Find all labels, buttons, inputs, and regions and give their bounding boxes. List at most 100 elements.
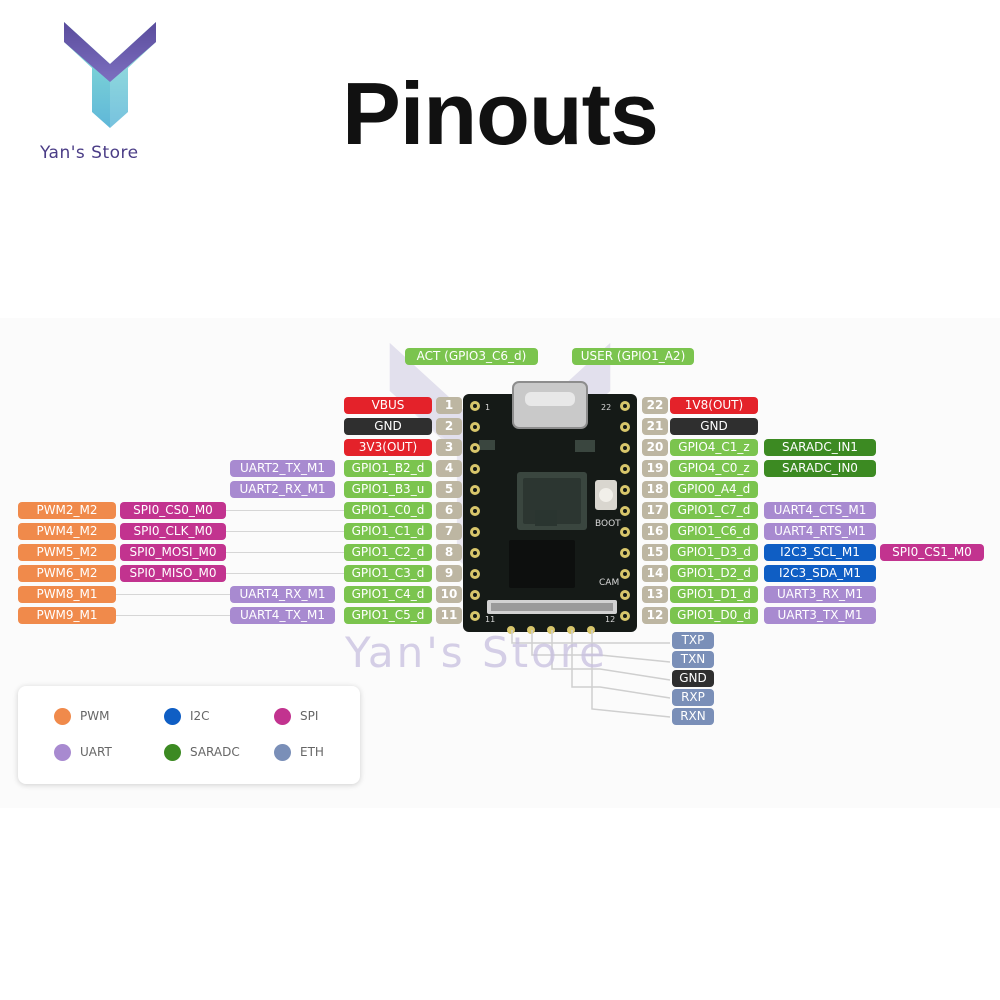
eth-pin-txn: TXN xyxy=(672,651,714,668)
legend-label-i2c: I2C xyxy=(190,709,210,723)
pin-number-1: 1 xyxy=(436,397,462,414)
pin-number-11: 11 xyxy=(436,607,462,624)
pin-label-8-gpio: GPIO1_C2_d xyxy=(344,544,432,561)
pin-connector-line xyxy=(226,510,344,511)
pin-number-18: 18 xyxy=(642,481,668,498)
pin-number-10: 10 xyxy=(436,586,462,603)
board-label-cam: CAM xyxy=(599,578,619,588)
eth-pin-rxp: RXP xyxy=(672,689,714,706)
pin-label-10-gpio: GPIO1_C4_d xyxy=(344,586,432,603)
pin-label-15-gpio: GPIO1_D3_d xyxy=(670,544,758,561)
pin-label-4-uart: UART2_TX_M1 xyxy=(230,460,335,477)
eth-pin-gnd: GND xyxy=(672,670,714,687)
pin-number-9: 9 xyxy=(436,565,462,582)
pin-label-19-gpio: GPIO4_C0_z xyxy=(670,460,758,477)
pin-label-21-ground: GND xyxy=(670,418,758,435)
pin-label-8-spi: SPI0_MOSI_M0 xyxy=(120,544,226,561)
legend-swatch-i2c xyxy=(164,708,181,725)
legend-label-pwm: PWM xyxy=(80,709,110,723)
pin-number-16: 16 xyxy=(642,523,668,540)
pin-label-9-gpio: GPIO1_C3_d xyxy=(344,565,432,582)
led-act-label: ACT (GPIO3_C6_d) xyxy=(405,348,538,365)
pin-number-22: 22 xyxy=(642,397,668,414)
pin-label-8-pwm: PWM5_M2 xyxy=(18,544,116,561)
pin-number-15: 15 xyxy=(642,544,668,561)
pin-label-6-pwm: PWM2_M2 xyxy=(18,502,116,519)
pin-label-12-gpio: GPIO1_D0_d xyxy=(670,607,758,624)
pin-number-19: 19 xyxy=(642,460,668,477)
pin-label-1-power: VBUS xyxy=(344,397,432,414)
pin-label-15-spi: SPI0_CS1_M0 xyxy=(880,544,984,561)
pin-number-2: 2 xyxy=(436,418,462,435)
legend-swatch-saradc xyxy=(164,744,181,761)
pin-label-4-gpio: GPIO1_B2_d xyxy=(344,460,432,477)
pin-label-20-gpio: GPIO4_C1_z xyxy=(670,439,758,456)
pin-label-9-pwm: PWM6_M2 xyxy=(18,565,116,582)
pin-number-5: 5 xyxy=(436,481,462,498)
pin-label-5-uart: UART2_RX_M1 xyxy=(230,481,335,498)
pin-label-17-gpio: GPIO1_C7_d xyxy=(670,502,758,519)
pin-label-15-i2c: I2C3_SCL_M1 xyxy=(764,544,876,561)
brand-logo xyxy=(64,22,156,128)
legend-label-uart: UART xyxy=(80,745,112,759)
pin-label-5-gpio: GPIO1_B3_u xyxy=(344,481,432,498)
legend-swatch-eth xyxy=(274,744,291,761)
brand-name: Yan's Store xyxy=(40,143,139,163)
legend-label-spi: SPI xyxy=(300,709,319,723)
board-label-pin11: 11 xyxy=(485,615,495,624)
pin-number-12: 12 xyxy=(642,607,668,624)
board-image: BOOT CAM 1 22 11 12 xyxy=(463,381,637,634)
pin-label-16-gpio: GPIO1_C6_d xyxy=(670,523,758,540)
pin-connector-line xyxy=(226,573,344,574)
pin-number-17: 17 xyxy=(642,502,668,519)
pin-label-7-gpio: GPIO1_C1_d xyxy=(344,523,432,540)
pin-label-7-pwm: PWM4_M2 xyxy=(18,523,116,540)
pin-label-17-uart: UART4_CTS_M1 xyxy=(764,502,876,519)
pin-connector-line xyxy=(226,531,344,532)
pin-label-16-uart: UART4_RTS_M1 xyxy=(764,523,876,540)
watermark-text: Yan's Store xyxy=(345,628,609,677)
pin-number-8: 8 xyxy=(436,544,462,561)
eth-pin-txp: TXP xyxy=(672,632,714,649)
pin-number-14: 14 xyxy=(642,565,668,582)
pin-number-13: 13 xyxy=(642,586,668,603)
legend-swatch-spi xyxy=(274,708,291,725)
eth-connector-lines xyxy=(511,630,671,718)
pin-label-6-spi: SPI0_CS0_M0 xyxy=(120,502,226,519)
pin-label-11-gpio: GPIO1_C5_d xyxy=(344,607,432,624)
pin-label-3-power: 3V3(OUT) xyxy=(344,439,432,456)
pin-connector-line xyxy=(116,594,230,595)
eth-pin-rxn: RXN xyxy=(672,708,714,725)
pin-label-13-uart: UART3_RX_M1 xyxy=(764,586,876,603)
led-user-label: USER (GPIO1_A2) xyxy=(572,348,694,365)
pin-label-12-uart: UART3_TX_M1 xyxy=(764,607,876,624)
pin-label-18-gpio: GPIO0_A4_d xyxy=(670,481,758,498)
pin-number-21: 21 xyxy=(642,418,668,435)
pin-label-6-gpio: GPIO1_C0_d xyxy=(344,502,432,519)
pin-label-7-spi: SPI0_CLK_M0 xyxy=(120,523,226,540)
pin-connector-line xyxy=(116,615,230,616)
legend-label-eth: ETH xyxy=(300,745,324,759)
pin-number-3: 3 xyxy=(436,439,462,456)
pin-label-20-saradc: SARADC_IN1 xyxy=(764,439,876,456)
pin-connector-line xyxy=(226,552,344,553)
pin-label-14-gpio: GPIO1_D2_d xyxy=(670,565,758,582)
pin-label-22-power: 1V8(OUT) xyxy=(670,397,758,414)
pin-label-13-gpio: GPIO1_D1_d xyxy=(670,586,758,603)
pin-label-19-saradc: SARADC_IN0 xyxy=(764,460,876,477)
page-title: Pinouts xyxy=(342,64,659,163)
board-label-pin1: 1 xyxy=(485,403,490,412)
pin-label-10-uart: UART4_RX_M1 xyxy=(230,586,335,603)
board-label-boot: BOOT xyxy=(595,519,621,529)
pin-label-11-uart: UART4_TX_M1 xyxy=(230,607,335,624)
pin-label-9-spi: SPI0_MISO_M0 xyxy=(120,565,226,582)
pin-number-7: 7 xyxy=(436,523,462,540)
pin-label-10-pwm: PWM8_M1 xyxy=(18,586,116,603)
board-label-pin22: 22 xyxy=(601,403,611,412)
pin-label-11-pwm: PWM9_M1 xyxy=(18,607,116,624)
board-label-pin12: 12 xyxy=(605,615,615,624)
legend-swatch-uart xyxy=(54,744,71,761)
pin-number-4: 4 xyxy=(436,460,462,477)
legend-label-saradc: SARADC xyxy=(190,745,240,759)
pin-label-2-ground: GND xyxy=(344,418,432,435)
